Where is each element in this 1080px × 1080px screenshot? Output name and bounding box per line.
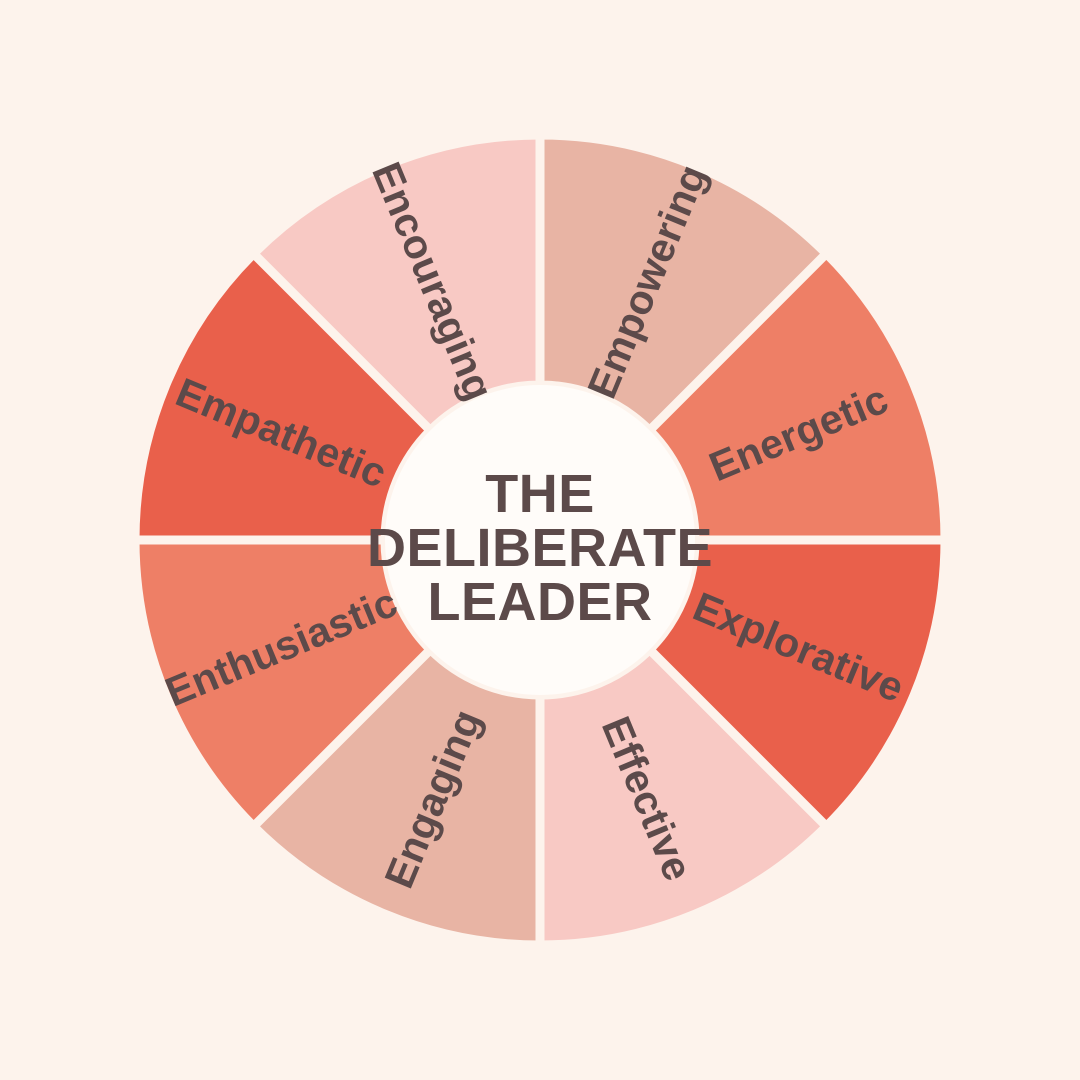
wheel-hub-circle bbox=[385, 385, 695, 695]
hub-title-line-3: LEADER bbox=[427, 572, 652, 632]
hub-title-line-1: THE bbox=[485, 464, 595, 524]
hub-title-line-2: DELIBERATE bbox=[367, 518, 713, 578]
